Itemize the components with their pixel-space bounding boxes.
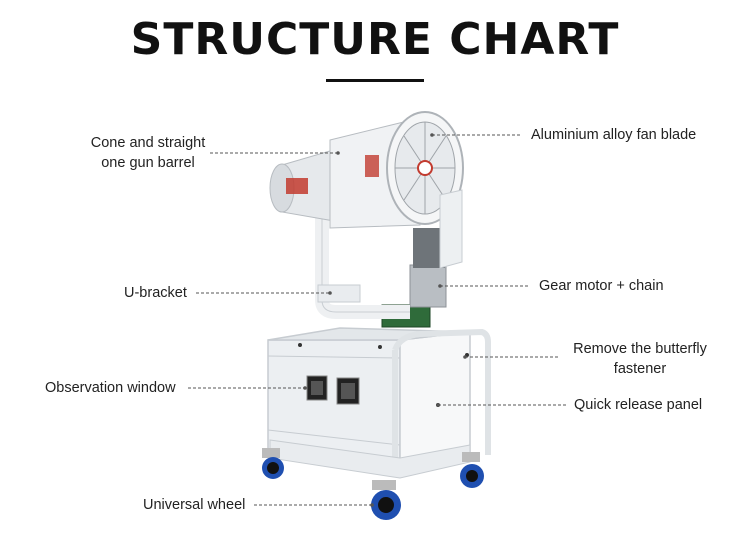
label-observation-window: Observation window <box>45 380 176 396</box>
title-underline <box>326 79 424 82</box>
label-butterfly-fastener: Remove the butterfly fastener <box>565 339 715 379</box>
label-butterfly-line2: fastener <box>613 361 667 377</box>
label-gear-motor: Gear motor + chain <box>539 278 664 294</box>
label-u-bracket: U-bracket <box>124 285 187 301</box>
label-universal-wheel: Universal wheel <box>143 497 246 513</box>
cabinet <box>267 327 471 471</box>
wheel-icon <box>262 448 484 520</box>
label-butterfly-line1: Remove the butterfly <box>573 341 707 357</box>
page-title: STRUCTURE CHART <box>130 14 620 65</box>
label-gun-barrel-line1: Cone and straight <box>90 135 206 151</box>
observation-window-icon <box>306 375 360 405</box>
label-gun-barrel: Cone and straight one gun barrel <box>80 133 216 173</box>
label-gun-barrel-line2: one gun barrel <box>101 155 195 171</box>
label-quick-release-panel: Quick release panel <box>574 397 703 413</box>
label-fan-blade: Aluminium alloy fan blade <box>531 127 697 143</box>
